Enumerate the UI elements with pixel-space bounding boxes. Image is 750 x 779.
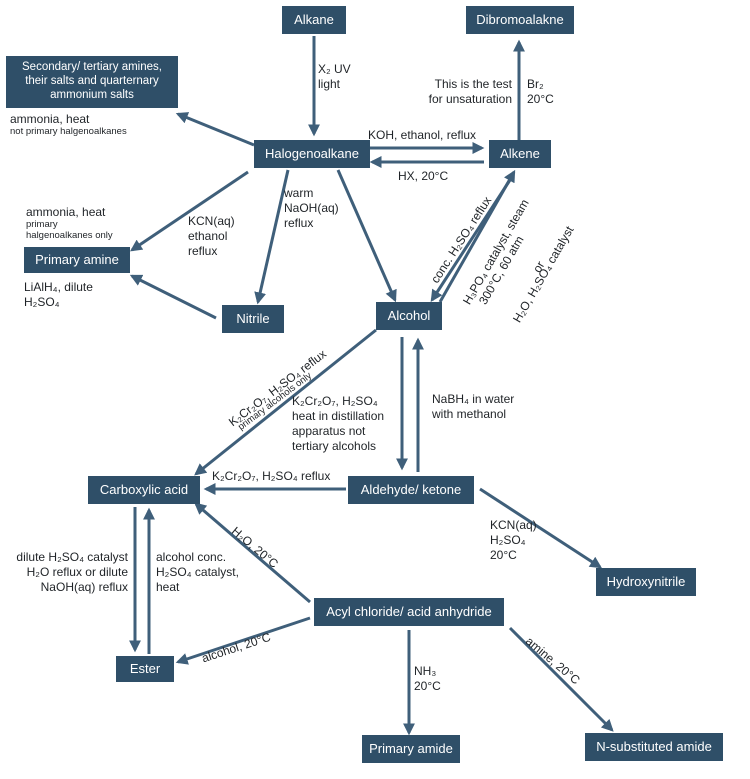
label-kcn-1: KCN(aq): [188, 214, 235, 228]
arrow-alcohol-carboxylic: [194, 328, 377, 476]
label-k2cr-dist-3: apparatus not: [292, 424, 366, 438]
node-halogenoalkane: Halogenoalkane: [254, 140, 370, 168]
label-k2cr-reflux-2: K₂Cr₂O₇, H₂SO₄ reflux: [212, 469, 331, 483]
label-ester-1: alcohol conc.: [156, 550, 227, 564]
label-ester-2: H₂SO₄ catalyst,: [156, 565, 239, 579]
label-br2: Br₂: [527, 77, 544, 91]
node-ester: Ester: [116, 656, 174, 682]
label-nh3-1: NH₃: [414, 664, 437, 678]
arrow-acyl-n-sub-amide: [508, 626, 614, 732]
label-kcn-hcn-3: 20°C: [490, 548, 517, 562]
label-kcn-hcn-1: KCN(aq): [490, 518, 537, 532]
node-nitrile: Nitrile: [222, 305, 284, 333]
arrow-halo-alcohol: [336, 169, 397, 303]
node-amines-salts: Secondary/ tertiary amines, their salts …: [6, 56, 178, 108]
node-carboxylic-acid: Carboxylic acid: [88, 476, 200, 504]
label-naoh-2: NaOH(aq): [284, 201, 339, 215]
label-k2cr-dist-1: K₂Cr₂O₇, H₂SO₄: [292, 394, 378, 408]
label-nabh4-2: with methanol: [432, 407, 507, 421]
node-n-substituted-amide: N-substituted amide: [585, 733, 723, 761]
label-ester-3: heat: [156, 580, 180, 594]
arrow-nitrile-primary-amine: [129, 274, 217, 320]
node-aldehyde-ketone: Aldehyde/ ketone: [348, 476, 474, 504]
label-naoh-1: warm: [284, 186, 314, 200]
label-ammonia-heat-2: ammonia, heat: [26, 205, 106, 219]
label-primary-only-2: halgenoalkanes only: [26, 230, 113, 241]
label-hydrolysis-2: H₂O reflux or dilute: [26, 565, 128, 579]
node-primary-amine: Primary amine: [24, 247, 130, 273]
node-acyl-chloride: Acyl chloride/ acid anhydride: [314, 598, 504, 626]
label-x2-uv: X₂ UV: [318, 62, 351, 76]
label-light: light: [318, 77, 341, 91]
label-hydrolysis-3: NaOH(aq) reflux: [40, 580, 128, 594]
label-kcn-hcn-2: H₂SO₄: [490, 533, 526, 547]
label-primary-only-1: primary: [26, 219, 58, 230]
label-unsat-1: This is the test: [434, 77, 512, 91]
label-naoh-3: reflux: [284, 216, 314, 230]
arrow-aldehyde-hydroxynitrile: [479, 487, 603, 569]
node-alcohol: Alcohol: [376, 302, 442, 330]
arrow-halo-primary-amine: [130, 170, 249, 252]
label-lialh4-1: LiAlH₄, dilute: [24, 280, 93, 294]
node-alkene: Alkene: [489, 140, 551, 168]
node-hydroxynitrile: Hydroxynitrile: [596, 568, 696, 596]
arrow-acyl-ester: [175, 616, 311, 665]
label-kcn-3: reflux: [188, 244, 218, 258]
arrow-halo-nitrile: [254, 169, 290, 305]
label-ammonia-heat-1: ammonia, heat: [10, 112, 90, 126]
label-k2cr-dist-4: tertiary alcohols: [292, 439, 377, 453]
label-hydrolysis-1: dilute H₂SO₄ catalyst: [16, 550, 128, 564]
label-koh: KOH, ethanol, reflux: [368, 128, 477, 142]
label-nh3-2: 20°C: [414, 679, 441, 693]
arrow-alcohol-alkene: [438, 169, 516, 303]
arrow-acyl-carboxylic: [194, 502, 311, 604]
node-alkane: Alkane: [282, 6, 346, 34]
label-k2cr-dist-2: heat in distillation: [292, 409, 385, 423]
label-not-primary: not primary halgenoalkanes: [10, 126, 127, 137]
label-unsat-2: for unsaturation: [428, 92, 512, 106]
label-hx: HX, 20°C: [398, 169, 449, 183]
label-lialh4-2: H₂SO₄: [24, 295, 60, 309]
label-br2-temp: 20°C: [527, 92, 554, 106]
node-dibromoalkane: Dibromoalakne: [466, 6, 574, 34]
label-kcn-2: ethanol: [188, 229, 228, 243]
label-nabh4-1: NaBH₄ in water: [432, 392, 515, 406]
arrow-halo-amines-salts: [175, 112, 255, 147]
node-primary-amide: Primary amide: [362, 735, 460, 763]
